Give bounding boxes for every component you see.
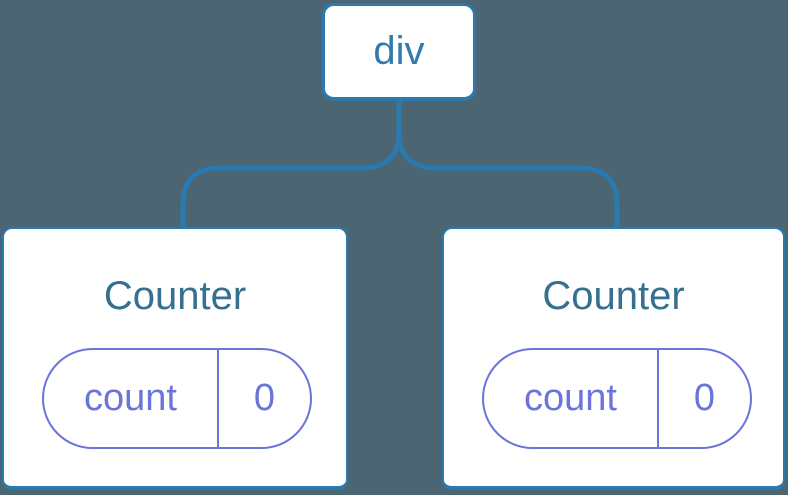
state-pill: count 0 xyxy=(42,348,312,449)
counter-card-right: Counter count 0 xyxy=(442,227,785,490)
state-value: 0 xyxy=(253,377,276,419)
counter-card-left: Counter count 0 xyxy=(2,227,348,490)
counter-title: Counter xyxy=(103,274,247,318)
root-node-label: div xyxy=(373,29,425,73)
connector-right-branch xyxy=(396,99,620,229)
state-pill: count 0 xyxy=(482,348,752,449)
state-key-label: count xyxy=(484,350,659,447)
tree-node-root: div xyxy=(322,3,476,101)
state-value: 0 xyxy=(693,377,716,419)
counter-title: Counter xyxy=(542,274,685,318)
connector-left-branch xyxy=(180,99,402,229)
state-key-label: count xyxy=(44,350,219,447)
